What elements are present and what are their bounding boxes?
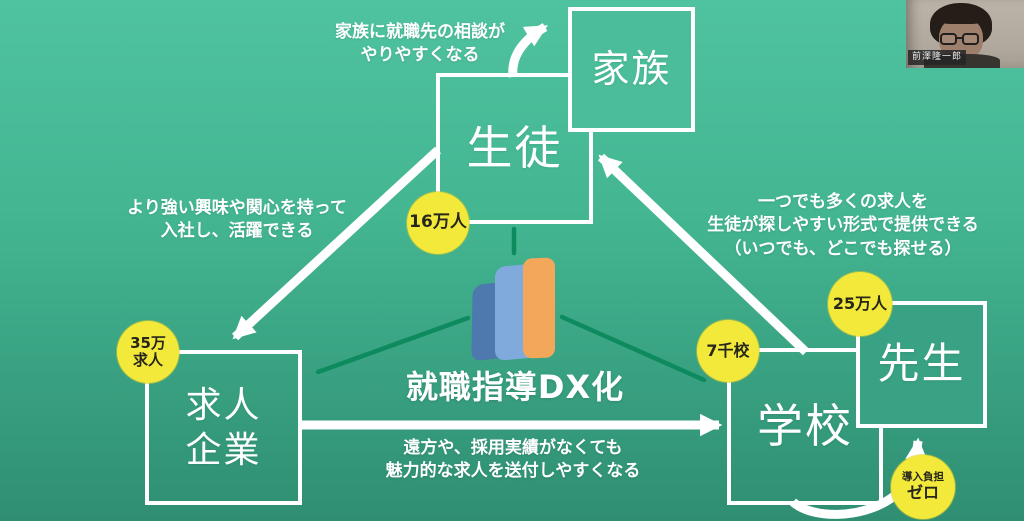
glasses-left-lens-icon <box>940 33 957 45</box>
badge-zero-cost-line1: 導入負担 <box>902 471 944 484</box>
annotation-company-line2: 入社し、活躍できる <box>160 221 314 242</box>
badge-teacher-count: 25万人 <box>828 272 892 336</box>
node-family: 家族 <box>568 7 695 132</box>
node-student-label: 生徒 <box>466 120 563 175</box>
badge-zero-cost-line2: ゼロ <box>906 482 939 502</box>
badge-job-count-line1: 35万 <box>130 334 166 353</box>
logo-front-page-icon <box>523 257 555 359</box>
center-title: 就職指導DX化 <box>405 368 625 406</box>
badge-job-count-line2: 求人 <box>132 351 163 369</box>
hub-line-to-school <box>559 314 707 383</box>
badge-job-count: 35万 求人 <box>117 321 179 383</box>
node-company: 求人 企業 <box>145 350 302 505</box>
glasses-bridge-icon <box>956 37 963 39</box>
annotation-school-line1: 遠方や、採用実績がなくても <box>403 438 623 458</box>
presenter-fringe <box>936 6 986 24</box>
badge-student-count-value: 16万人 <box>409 212 467 233</box>
annotation-family-line2: やりやすくなる <box>360 45 480 66</box>
presenter-name-label: 前澤隆一郎 <box>908 50 967 65</box>
arrow-school-to-student <box>597 153 810 356</box>
arrow-student-to-family <box>508 23 548 78</box>
node-company-label-line2: 企業 <box>185 429 262 471</box>
glasses-right-lens-icon <box>962 33 979 45</box>
badge-school-count: 7千校 <box>697 320 759 382</box>
node-company-label-line1: 求人 <box>185 384 262 426</box>
hub-connector-lines <box>315 226 707 383</box>
annotation-teacher: 一つでも多くの求人を 生徒が探しやすい形式で提供できる （いつでも、どこでも探せ… <box>695 191 991 261</box>
node-student: 生徒 <box>436 73 593 224</box>
annotation-teacher-line3: （いつでも、どこでも探せる） <box>724 238 962 259</box>
node-family-label: 家族 <box>591 46 672 91</box>
dx-service-logo <box>470 256 560 362</box>
annotation-family: 家族に就職先の相談が やりやすくなる <box>320 21 520 68</box>
annotation-school-line2: 魅力的な求人を送付しやすくなる <box>385 461 641 482</box>
annotation-teacher-line1: 一つでも多くの求人を <box>758 192 928 212</box>
hub-line-to-company <box>315 315 471 375</box>
annotation-company: より強い興味や関心を持って 入社し、活躍できる <box>113 197 361 244</box>
node-school-label: 学校 <box>757 398 853 453</box>
badge-student-count: 16万人 <box>407 192 469 254</box>
badge-school-count-value: 7千校 <box>706 341 750 361</box>
annotation-school: 遠方や、採用実績がなくても 魅力的な求人を送付しやすくなる <box>365 437 661 484</box>
badge-teacher-count-value: 25万人 <box>832 294 888 314</box>
annotation-family-line1: 家族に就職先の相談が <box>335 22 505 42</box>
annotation-teacher-line2: 生徒が探しやすい形式で提供できる <box>707 215 979 236</box>
annotation-company-line1: より強い興味や関心を持って <box>127 198 347 218</box>
node-company-label: 求人 企業 <box>185 383 261 473</box>
node-teacher-label: 先生 <box>877 339 966 389</box>
badge-zero-cost: 導入負担 ゼロ <box>891 455 955 519</box>
webcam-video: 前澤隆一郎 <box>906 0 1024 68</box>
arrow-student-to-company <box>231 146 442 341</box>
